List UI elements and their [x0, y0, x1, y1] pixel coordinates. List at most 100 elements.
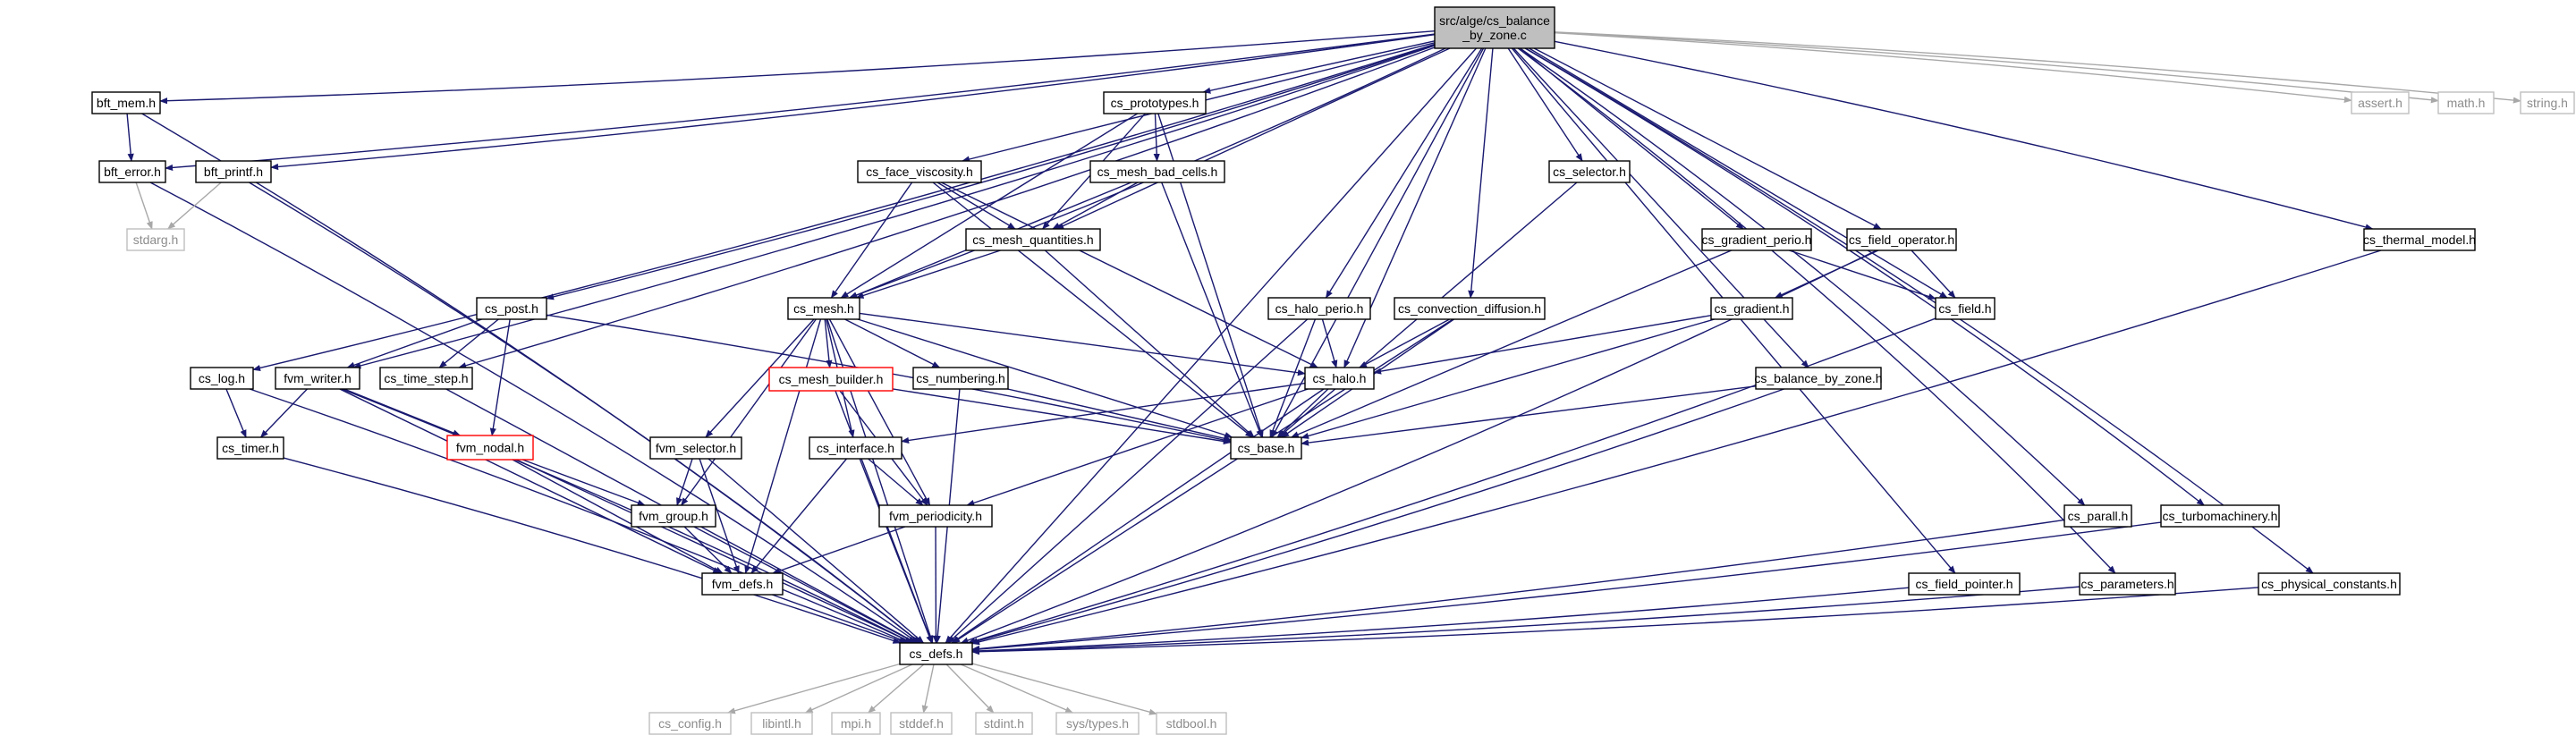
- node-bft-mem[interactable]: bft_mem.h: [91, 91, 161, 114]
- edge-cs_parameters-to-cs_defs: [971, 586, 2080, 655]
- node-label: fvm_nodal.h: [456, 441, 524, 455]
- edge-root-to-cs_base: [1271, 47, 1485, 438]
- edge-cs_prototypes-to-cs_base: [1157, 113, 1264, 438]
- edge-root-to-cs_post: [546, 44, 1436, 300]
- edge-cs_defs-to-mpi: [868, 664, 925, 714]
- node-label: fvm_group.h: [639, 509, 708, 523]
- edge-cs_gradient_perio-to-cs_field: [1789, 249, 1936, 300]
- node-cs-parameters[interactable]: cs_parameters.h: [2079, 572, 2176, 596]
- edge-root-to-cs_log: [252, 43, 1436, 371]
- node-cs-field-pointer[interactable]: cs_field_pointer.h: [1908, 572, 2021, 596]
- node-cs-physical-constants[interactable]: cs_physical_constants.h: [2258, 572, 2401, 596]
- edge-cs_mesh-to-cs_base: [857, 318, 1233, 438]
- edge-cs_parall-to-cs_defs: [971, 519, 2065, 653]
- edge-fvm_writer-to-cs_timer: [259, 388, 308, 438]
- node-label: cs_post.h: [485, 301, 538, 316]
- edge-cs_log-to-cs_timer: [225, 388, 247, 438]
- edge-cs_turbomachinery-to-cs_defs: [971, 521, 2162, 653]
- node-cs-convection-diffusion[interactable]: cs_convection_diffusion.h: [1394, 297, 1546, 320]
- node-label: assert.h: [2358, 96, 2402, 110]
- node-label: cs_mesh_bad_cells.h: [1097, 165, 1218, 179]
- edge-cs_defs-to-stdint: [945, 664, 995, 714]
- edge-cs_timer-to-cs_defs: [283, 457, 902, 644]
- node-cs-gradient-perio[interactable]: cs_gradient_perio.h: [1701, 228, 1812, 251]
- node-label: cs_turbomachinery.h: [2163, 509, 2278, 523]
- edge-root-to-cs_halo: [1343, 47, 1487, 368]
- node-cs-time-step[interactable]: cs_time_step.h: [379, 367, 473, 390]
- node-cs-thermal-model[interactable]: cs_thermal_model.h: [2363, 228, 2476, 251]
- node-cs-mesh[interactable]: cs_mesh.h: [787, 297, 860, 320]
- node-label: cs_base.h: [1238, 441, 1295, 455]
- node-cs-base[interactable]: cs_base.h: [1230, 436, 1302, 460]
- node-bft-error[interactable]: bft_error.h: [98, 160, 166, 183]
- node-label: stddef.h: [899, 716, 944, 731]
- node-stdarg: stdarg.h: [126, 228, 185, 251]
- node-cs-gradient[interactable]: cs_gradient.h: [1710, 297, 1793, 320]
- node-label: cs_face_viscosity.h: [866, 165, 973, 179]
- node-cs-numbering[interactable]: cs_numbering.h: [912, 367, 1009, 390]
- edge-root-to-cs_balance_by_zone: [1513, 47, 1809, 368]
- node-bft-printf[interactable]: bft_printf.h: [195, 160, 272, 183]
- edge-cs_mesh-to-cs_numbering: [844, 318, 941, 368]
- node-fvm-selector[interactable]: fvm_selector.h: [649, 436, 742, 460]
- edge-root-to-cs_field: [1529, 47, 1948, 299]
- node-cs-mesh-bad-cells[interactable]: cs_mesh_bad_cells.h: [1089, 160, 1225, 183]
- edge-cs_defs-to-sys_types: [960, 664, 1074, 714]
- node-cs-prototypes[interactable]: cs_prototypes.h: [1103, 91, 1207, 114]
- edge-cs_interface-to-fvm_periodicity: [868, 458, 924, 506]
- edge-cs_halo-to-fvm_periodicity: [966, 388, 1309, 506]
- node-cs-field-operator[interactable]: cs_field_operator.h: [1846, 228, 1957, 251]
- node-label: fvm_selector.h: [656, 441, 736, 455]
- edge-cs_gradient_perio-to-cs_base: [1290, 249, 1733, 438]
- node-fvm-group[interactable]: fvm_group.h: [631, 504, 716, 528]
- node-label: stdarg.h: [133, 232, 179, 247]
- node-fvm-writer[interactable]: fvm_writer.h: [275, 367, 360, 390]
- edge-root-to-bft_printf: [270, 33, 1436, 171]
- node-cs-field[interactable]: cs_field.h: [1935, 297, 1996, 320]
- edge-root-to-cs_mesh_quantities: [1055, 47, 1451, 230]
- node-cs-face-viscosity[interactable]: cs_face_viscosity.h: [857, 160, 982, 183]
- edge-cs_convection_diffusion-to-cs_defs: [952, 318, 1453, 644]
- node-cs-defs[interactable]: cs_defs.h: [899, 642, 973, 665]
- node-label: cs_halo_perio.h: [1275, 301, 1364, 316]
- edge-cs_mesh-to-cs_defs: [826, 318, 934, 644]
- node-cs-selector[interactable]: cs_selector.h: [1548, 160, 1631, 183]
- edge-root-to-cs_prototypes: [1202, 40, 1436, 94]
- edge-cs_post-to-cs_base: [546, 314, 1232, 444]
- edge-cs_mesh_builder-to-cs_base: [892, 388, 1232, 445]
- node-cs-log[interactable]: cs_log.h: [190, 367, 254, 390]
- node-cs-turbomachinery[interactable]: cs_turbomachinery.h: [2160, 504, 2280, 528]
- node-label: cs_gradient.h: [1714, 301, 1789, 316]
- node-label: sys/types.h: [1066, 716, 1129, 731]
- node-fvm-nodal[interactable]: fvm_nodal.h: [446, 435, 534, 461]
- edge-cs_defs-to-libintl: [804, 664, 913, 714]
- node-label: cs_field_operator.h: [1849, 232, 1954, 247]
- node-cs-interface[interactable]: cs_interface.h: [809, 436, 902, 460]
- node-root[interactable]: src/alge/cs_balance_by_zone.c: [1434, 6, 1555, 49]
- node-stdint: stdint.h: [975, 712, 1033, 735]
- node-fvm-defs[interactable]: fvm_defs.h: [701, 572, 784, 596]
- node-cs-halo[interactable]: cs_halo.h: [1304, 367, 1375, 390]
- node-cs-mesh-quantities[interactable]: cs_mesh_quantities.h: [965, 228, 1101, 251]
- edge-cs_convection_diffusion-to-cs_halo: [1359, 318, 1450, 368]
- node-cs-balance-by-zone[interactable]: cs_balance_by_zone.h: [1754, 367, 1883, 390]
- edge-root-to-string: [1554, 31, 2521, 104]
- node-label: cs_time_step.h: [384, 371, 468, 385]
- node-fvm-periodicity[interactable]: fvm_periodicity.h: [878, 504, 993, 528]
- edge-cs_balance_by_zone-to-cs_defs: [970, 388, 1784, 645]
- node-cs-parall[interactable]: cs_parall.h: [2063, 504, 2132, 528]
- node-cs-post[interactable]: cs_post.h: [476, 297, 547, 320]
- node-label: cs_defs.h: [910, 647, 963, 661]
- node-cs-timer[interactable]: cs_timer.h: [216, 436, 284, 460]
- node-label: cs_interface.h: [817, 441, 894, 455]
- node-label: fvm_defs.h: [712, 577, 773, 591]
- edge-cs_halo_perio-to-cs_base: [1269, 318, 1317, 438]
- edge-cs_numbering-to-cs_base: [1007, 388, 1232, 442]
- node-cs-halo-perio[interactable]: cs_halo_perio.h: [1267, 297, 1371, 320]
- node-label: libintl.h: [762, 716, 801, 731]
- edge-fvm_selector-to-cs_defs: [708, 458, 925, 644]
- edge-root-to-cs_physical_constants: [1525, 47, 2314, 574]
- node-stdbool: stdbool.h: [1156, 712, 1227, 735]
- node-cs-mesh-builder[interactable]: cs_mesh_builder.h: [768, 367, 894, 392]
- node-label: cs_gradient_perio.h: [1702, 232, 1812, 247]
